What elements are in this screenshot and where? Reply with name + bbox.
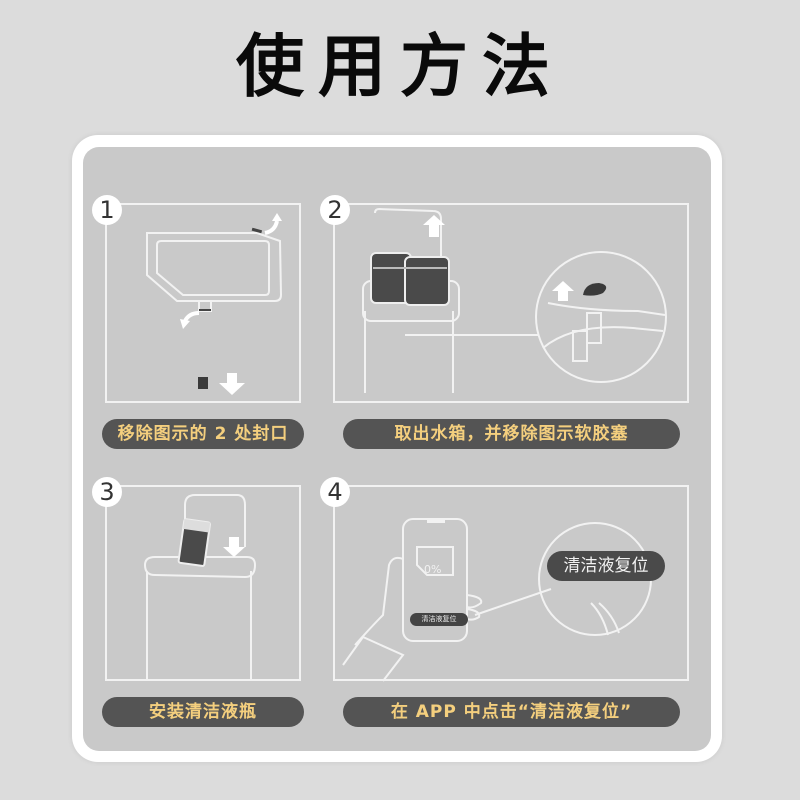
step-2-number: 2 (320, 195, 350, 225)
water-tank-icon (146, 213, 283, 395)
step-1-label: 移除图示的 2 处封口 (102, 419, 304, 449)
instruction-card (83, 147, 711, 751)
step-3-label: 安装清洁液瓶 (102, 697, 304, 727)
page-title: 使用方法 (235, 28, 564, 107)
phone-reset-button: 清洁液复位 (410, 613, 468, 626)
step-4-frame (333, 485, 689, 681)
step-2-frame (333, 203, 689, 403)
install-bottle-illustration (143, 494, 257, 681)
step-4-label: 在 APP 中点击“清洁液复位” (343, 697, 680, 727)
remove-tank-illustration (362, 207, 667, 393)
step-1-number: 1 (92, 195, 122, 225)
phone-app-illustration (342, 518, 652, 682)
step-3-frame (105, 485, 301, 681)
step-3-number: 3 (92, 477, 122, 507)
zoomed-reset-button: 清洁液复位 (547, 551, 665, 581)
step-2-label: 取出水箱，并移除图示软胶塞 (343, 419, 680, 449)
step-1-frame (105, 203, 301, 403)
step-4-number: 4 (320, 477, 350, 507)
phone-percent: 0% (424, 563, 442, 576)
